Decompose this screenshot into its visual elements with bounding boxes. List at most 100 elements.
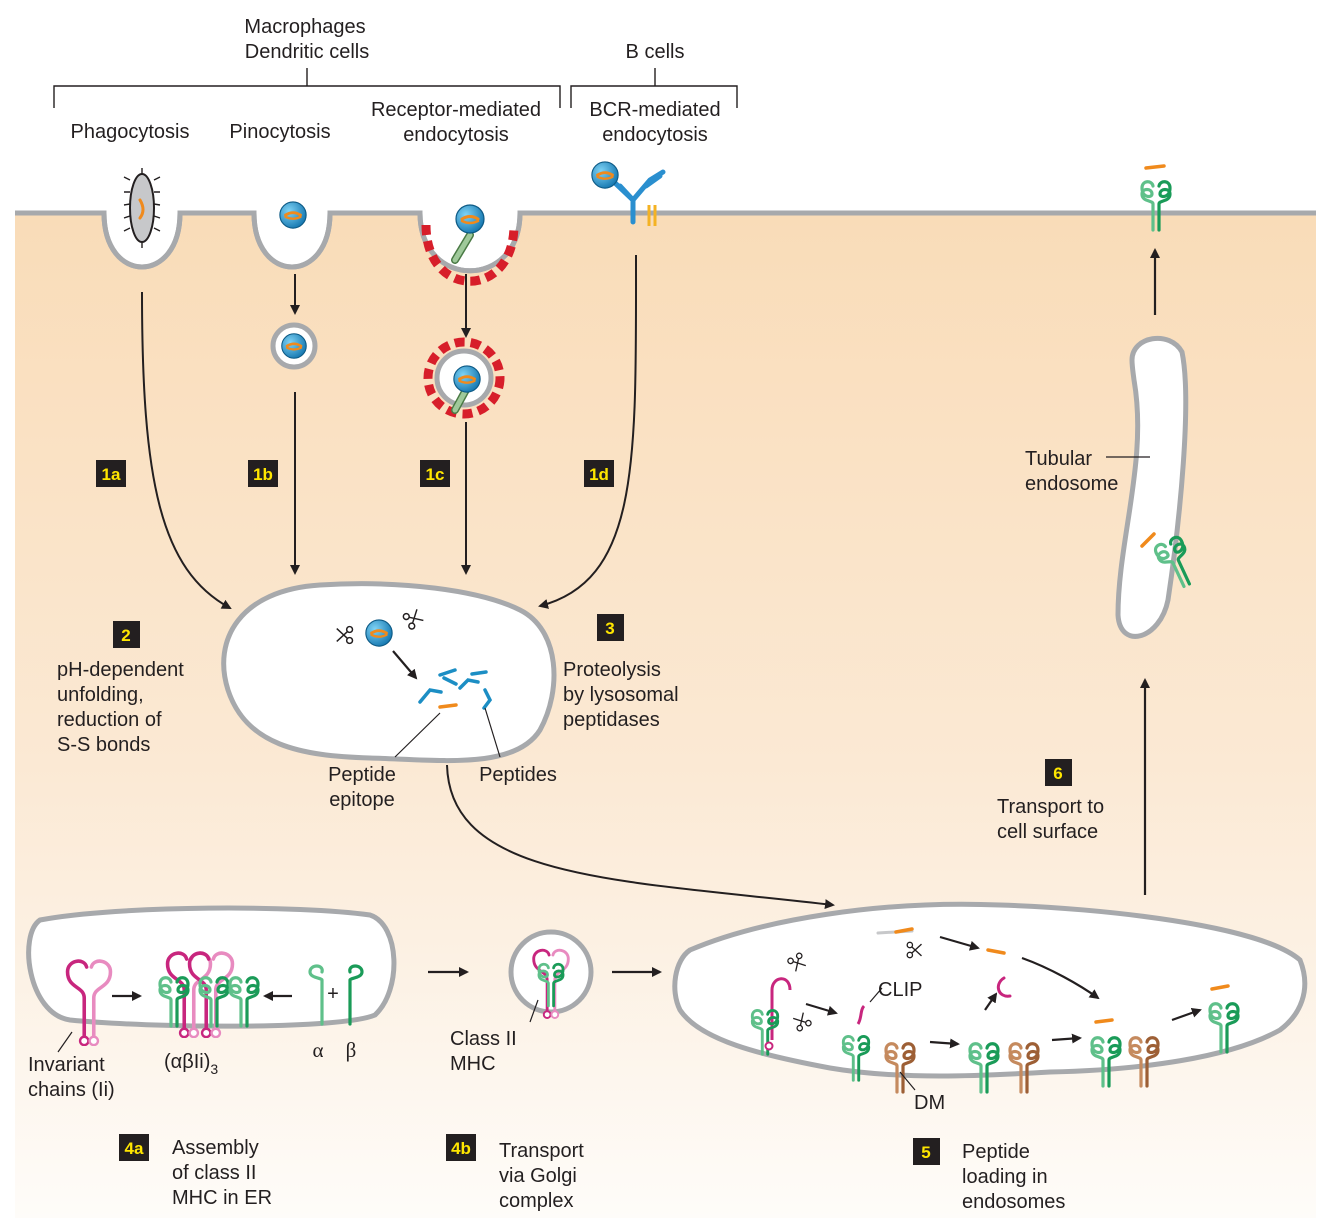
arrow-peptide-to-mhc bbox=[1021, 956, 1100, 1000]
label-dm: DM bbox=[914, 1092, 945, 1114]
label-tubular-2: endosome bbox=[1025, 473, 1118, 495]
soluble-protein-icon bbox=[278, 200, 308, 230]
leader-clip bbox=[869, 987, 883, 1003]
step5-line3: endosomes bbox=[962, 1191, 1065, 1213]
step6-line1: Transport to bbox=[997, 796, 1104, 818]
lysosome bbox=[221, 581, 557, 764]
svg-text:5: 5 bbox=[921, 1143, 930, 1162]
step2-line1: pH-dependent bbox=[57, 659, 184, 681]
step4b-line2: via Golgi bbox=[499, 1165, 577, 1187]
step3-line1: Proteolysis bbox=[563, 659, 661, 681]
bacterium-icon bbox=[123, 168, 161, 248]
step5-line1: Peptide bbox=[962, 1141, 1030, 1163]
peptide-fragments bbox=[418, 668, 493, 710]
step2-line4: S-S bonds bbox=[57, 734, 150, 756]
leader-invariant bbox=[57, 1031, 73, 1053]
arrow-proteolysis bbox=[392, 650, 418, 680]
label-complex: (αβIi)3 bbox=[164, 1051, 218, 1077]
label-alpha: α bbox=[312, 1038, 323, 1062]
step6-line2: cell surface bbox=[997, 821, 1098, 843]
svg-text:1c: 1c bbox=[426, 465, 445, 484]
step2-line3: reduction of bbox=[57, 709, 162, 731]
label-clip: CLIP bbox=[878, 979, 922, 1001]
badge-3: 3 bbox=[597, 614, 624, 641]
arrow-dm-stage bbox=[929, 1038, 960, 1049]
badge-1d: 1d bbox=[584, 460, 614, 487]
group-label-b-cells: B cells bbox=[626, 41, 685, 63]
step4b-line3: complex bbox=[499, 1190, 573, 1212]
loading-endosome bbox=[672, 901, 1308, 1079]
step4a-line2: of class II bbox=[172, 1162, 256, 1184]
step4a-line1: Assembly bbox=[172, 1137, 259, 1159]
svg-text:1b: 1b bbox=[253, 465, 273, 484]
label-peptide-epitope-1: Peptide bbox=[328, 764, 396, 786]
step3-line2: by lysosomal bbox=[563, 684, 679, 706]
arrow-1a bbox=[141, 291, 232, 609]
label-beta: β bbox=[346, 1038, 357, 1062]
route-label-bcr-mediated-2: endocytosis bbox=[602, 124, 708, 146]
arrow-final-complex bbox=[1171, 1007, 1202, 1022]
beta-chain-icon bbox=[348, 964, 364, 1026]
leader-dm bbox=[899, 1071, 916, 1091]
svg-text:3: 3 bbox=[605, 619, 614, 638]
svg-text:1a: 1a bbox=[102, 465, 121, 484]
arrow-1d bbox=[538, 254, 638, 609]
alpha-chain-icon bbox=[308, 964, 324, 1026]
free-peptide-mark bbox=[986, 948, 1006, 955]
protein-in-lysosome-icon bbox=[364, 618, 394, 648]
label-peptides: Peptides bbox=[479, 764, 557, 786]
label-peptide-epitope-2: epitope bbox=[329, 789, 395, 811]
leader-peptides bbox=[484, 707, 501, 758]
badge-1c: 1c bbox=[420, 460, 450, 487]
clathrin-coated-pit-icon bbox=[421, 203, 519, 286]
badge-1a: 1a bbox=[96, 460, 126, 487]
step3-line3: peptidases bbox=[563, 709, 660, 731]
badge-2: 2 bbox=[113, 621, 140, 648]
svg-text:2: 2 bbox=[121, 626, 130, 645]
step2-line2: unfolding, bbox=[57, 684, 144, 706]
badge-6: 6 bbox=[1045, 759, 1072, 786]
label-class2-2: MHC bbox=[450, 1053, 496, 1075]
mhc-ii-invariant-in-endosome bbox=[750, 977, 792, 1056]
arrow-to-clip-stage bbox=[805, 1002, 838, 1016]
badge-4b: 4b bbox=[446, 1134, 476, 1161]
route-label-receptor-mediated-2: endocytosis bbox=[403, 124, 509, 146]
label-tubular-1: Tubular bbox=[1025, 448, 1092, 470]
pinocytic-vesicle bbox=[270, 322, 318, 370]
badge-4a: 4a bbox=[119, 1134, 149, 1161]
badge-5: 5 bbox=[913, 1138, 940, 1165]
label-invariant-1: Invariant bbox=[28, 1054, 105, 1076]
arrow-lysosome-to-endosome bbox=[446, 764, 835, 910]
mhc-with-clip-icon bbox=[841, 1004, 871, 1082]
route-label-pinocytosis: Pinocytosis bbox=[229, 121, 330, 143]
leader-peptide-epitope bbox=[394, 712, 441, 758]
group-label-dendritic-cells: Dendritic cells bbox=[245, 41, 369, 63]
route-label-bcr-mediated-1: BCR-mediated bbox=[589, 99, 720, 121]
golgi-vesicle bbox=[508, 929, 594, 1015]
svg-text:6: 6 bbox=[1053, 764, 1062, 783]
svg-text:1d: 1d bbox=[589, 465, 609, 484]
badge-1b: 1b bbox=[248, 460, 278, 487]
clathrin-coated-vesicle bbox=[423, 337, 505, 419]
step4b-line1: Transport bbox=[499, 1140, 584, 1162]
arrow-clip-release bbox=[984, 992, 998, 1011]
arrow-peptide-loaded bbox=[1051, 1033, 1082, 1044]
bracket-b-cells bbox=[570, 68, 738, 108]
released-clip-icon bbox=[996, 976, 1012, 998]
group-label-macrophages: Macrophages bbox=[244, 16, 365, 38]
arrow-peptide-exchange bbox=[939, 935, 980, 951]
plus-sign: + bbox=[327, 983, 339, 1005]
label-invariant-2: chains (Ii) bbox=[28, 1079, 115, 1101]
route-label-receptor-mediated-1: Receptor-mediated bbox=[371, 99, 541, 121]
step5-line2: loading in bbox=[962, 1166, 1048, 1188]
bcr-antibody-icon bbox=[590, 160, 666, 226]
label-class2-1: Class II bbox=[450, 1028, 517, 1050]
svg-text:4b: 4b bbox=[451, 1139, 471, 1158]
step4a-line3: MHC in ER bbox=[172, 1187, 272, 1209]
route-label-phagocytosis: Phagocytosis bbox=[71, 121, 190, 143]
bracket-macrophages-dendritic bbox=[53, 68, 561, 108]
svg-text:4a: 4a bbox=[125, 1139, 144, 1158]
leader-class2 bbox=[529, 999, 539, 1023]
